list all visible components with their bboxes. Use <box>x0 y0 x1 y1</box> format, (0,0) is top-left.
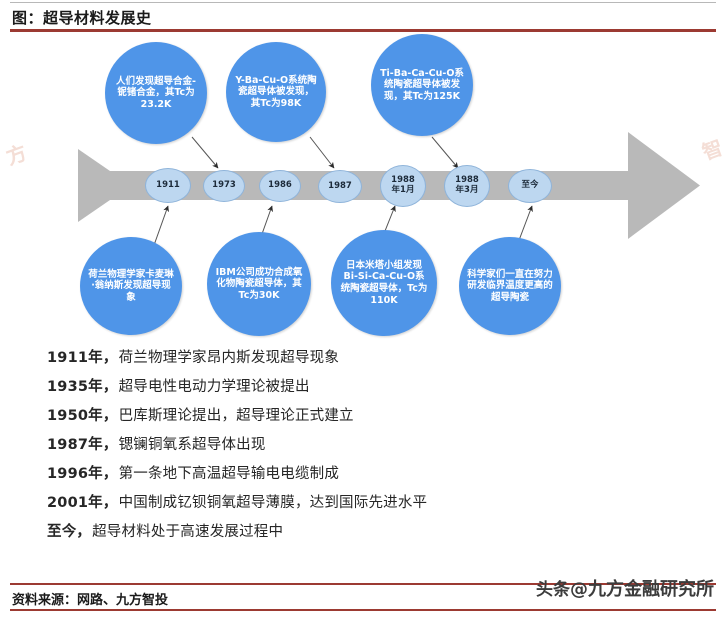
fact-row: 1950年，巴库斯理论提出，超导理论正式建立 <box>0 404 726 425</box>
chart-title-bar: 图：超导材料发展史 <box>10 2 716 32</box>
source-footer: 资料来源：网路、九方智投 头条@九方金融研究所 <box>10 579 716 611</box>
fact-row: 至今，超导材料处于高速发展过程中 <box>0 520 726 541</box>
fact-year: 至今 <box>47 524 77 540</box>
callout-text: 日本米塔小组发现Bi-Si-Ca-Cu-O系统陶瓷超导体，Tc为110K <box>340 259 428 306</box>
timeline-marker-1988-03[interactable]: 1988 年3月 <box>444 165 490 207</box>
fact-text: 超导材料处于高速发展过程中 <box>92 524 284 540</box>
timeline-fact-list: 1911年，荷兰物理学家昂内斯发现超导现象 1935年，超导电性电动力学理论被提… <box>0 346 726 549</box>
fact-text: 中国制成钇钡铜氧超导薄膜，达到国际先进水平 <box>118 495 428 511</box>
fact-separator: ， <box>102 408 118 424</box>
timeline-marker-1988-01[interactable]: 1988 年1月 <box>380 165 426 207</box>
callout-text: IBM公司成功合成氧化物陶瓷超导体，其Tc为30K <box>215 266 303 301</box>
watermark-account: 头条@九方金融研究所 <box>536 575 714 601</box>
timeline-marker-label: 1988 年1月 <box>391 175 415 195</box>
timeline-marker-present[interactable]: 至今 <box>508 169 552 203</box>
callout-text: 荷兰物理学家卡麦琳·翁纳斯发现超导现象 <box>88 268 174 303</box>
fact-row: 2001年，中国制成钇钡铜氧超导薄膜，达到国际先进水平 <box>0 491 726 512</box>
fact-separator: ， <box>102 350 118 366</box>
timeline-marker-label: 1973 <box>212 180 236 191</box>
timeline-marker-label: 1987 <box>328 180 352 191</box>
callout-text: 人们发现超导合金-铌锗合金，其Tc为23.2K <box>116 75 196 110</box>
fact-separator: ， <box>102 379 118 395</box>
timeline-marker-label: 1911 <box>156 179 180 190</box>
fact-row: 1935年，超导电性电动力学理论被提出 <box>0 375 726 396</box>
fact-year: 2001年 <box>47 495 103 511</box>
connector-lines-top <box>191 136 459 169</box>
fact-year: 1987年 <box>47 437 103 453</box>
watermark-handle: @九方金融研究所 <box>570 579 714 600</box>
fact-separator: ， <box>76 524 92 540</box>
callout-text: Ti-Ba-Ca-Cu-O系统陶瓷超导体被发现，其Tc为125K <box>380 67 464 102</box>
timeline-marker-1911[interactable]: 1911 <box>145 168 191 203</box>
fact-separator: ， <box>102 495 118 511</box>
callout-bubble-bottom-4[interactable]: 科学家们一直在努力研发临界温度更高的超导陶瓷 <box>459 237 561 335</box>
fact-text: 巴库斯理论提出，超导理论正式建立 <box>118 408 354 424</box>
timeline-marker-label: 1986 <box>268 180 292 191</box>
fact-text: 超导电性电动力学理论被提出 <box>118 379 310 395</box>
fact-text: 第一条地下高温超导输电电缆制成 <box>118 466 340 482</box>
fact-year: 1996年 <box>47 466 103 482</box>
fact-text: 荷兰物理学家昂内斯发现超导现象 <box>118 350 340 366</box>
watermark-platform: 头条 <box>536 580 570 600</box>
callout-text: Y-Ba-Cu-O系统陶瓷超导体被发现，其Tc为98K <box>235 74 317 109</box>
fact-row: 1987年，锶镧铜氧系超导体出现 <box>0 433 726 454</box>
timeline-marker-1987[interactable]: 1987 <box>318 170 362 203</box>
fact-row: 1996年，第一条地下高温超导输电电缆制成 <box>0 462 726 483</box>
fact-text: 锶镧铜氧系超导体出现 <box>118 437 266 453</box>
callout-bubble-bottom-1[interactable]: 荷兰物理学家卡麦琳·翁纳斯发现超导现象 <box>80 237 182 335</box>
page-title: 图：超导材料发展史 <box>12 9 152 27</box>
callout-bubble-top-2[interactable]: Y-Ba-Cu-O系统陶瓷超导体被发现，其Tc为98K <box>226 42 326 142</box>
timeline-marker-1986[interactable]: 1986 <box>259 170 301 202</box>
callout-bubble-top-3[interactable]: Ti-Ba-Ca-Cu-O系统陶瓷超导体被发现，其Tc为125K <box>371 34 473 136</box>
timeline-diagram: 人们发现超导合金-铌锗合金，其Tc为23.2K Y-Ba-Cu-O系统陶瓷超导体… <box>0 34 726 339</box>
title-top-rule <box>10 2 716 3</box>
timeline-marker-label: 1988 年3月 <box>455 175 479 195</box>
source-label: 资料来源：网路、九方智投 <box>12 593 169 608</box>
fact-year: 1935年 <box>47 379 103 395</box>
fact-separator: ， <box>102 466 118 482</box>
timeline-marker-1973[interactable]: 1973 <box>203 170 245 202</box>
callout-bubble-bottom-2[interactable]: IBM公司成功合成氧化物陶瓷超导体，其Tc为30K <box>207 232 311 336</box>
callout-text: 科学家们一直在努力研发临界温度更高的超导陶瓷 <box>467 268 553 303</box>
timeline-marker-label: 至今 <box>521 180 539 191</box>
callout-bubble-top-1[interactable]: 人们发现超导合金-铌锗合金，其Tc为23.2K <box>105 42 207 144</box>
fact-year: 1950年 <box>47 408 103 424</box>
callout-bubble-bottom-3[interactable]: 日本米塔小组发现Bi-Si-Ca-Cu-O系统陶瓷超导体，Tc为110K <box>331 230 437 336</box>
fact-year: 1911年 <box>47 350 103 366</box>
fact-row: 1911年，荷兰物理学家昂内斯发现超导现象 <box>0 346 726 367</box>
fact-separator: ， <box>102 437 118 453</box>
